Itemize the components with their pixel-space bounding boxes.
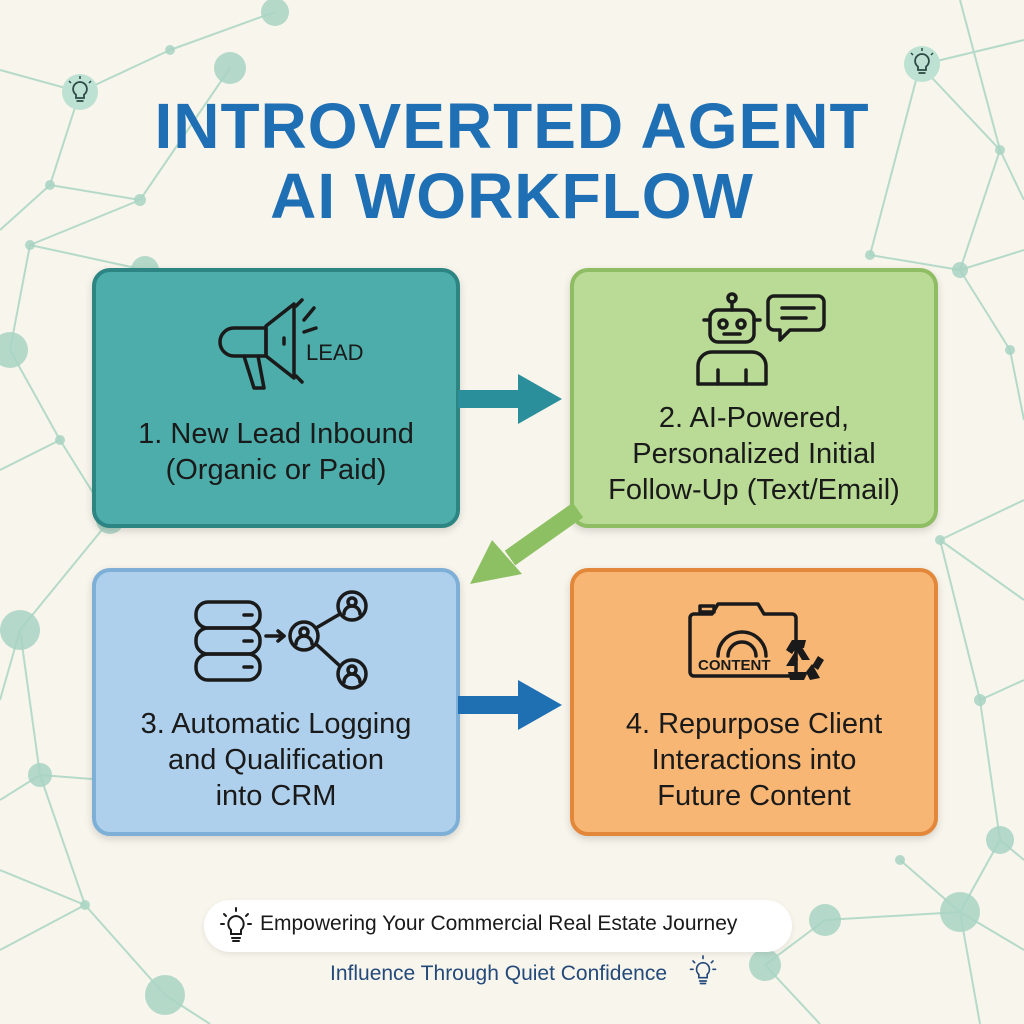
camera-recycle-icon: CONTENT bbox=[688, 602, 824, 680]
page-title-line-2: AI WORKFLOW bbox=[270, 160, 754, 232]
step-card-4: CONTENT 4. Repurpose Client Interactions… bbox=[570, 568, 938, 836]
page-title-line-1: INTROVERTED AGENT bbox=[154, 90, 870, 162]
megaphone-icon: LEAD bbox=[218, 298, 363, 390]
step-3-text: 3. Automatic Logging and Qualification i… bbox=[140, 708, 412, 812]
lead-label: LEAD bbox=[306, 340, 363, 365]
step-2-text: 2. AI-Powered, Personalized Initial Foll… bbox=[608, 402, 900, 506]
robot-chat-icon bbox=[696, 292, 826, 386]
arrow-step-1-to-2 bbox=[458, 374, 562, 424]
tagline: Influence Through Quiet Confidence bbox=[330, 962, 668, 985]
lightbulb-icon bbox=[689, 955, 717, 985]
lightbulb-icon bbox=[220, 907, 252, 942]
content-label: CONTENT bbox=[698, 657, 771, 674]
arrow-step-2-to-3 bbox=[470, 502, 584, 584]
footer-banner: Empowering Your Commercial Real Estate J… bbox=[204, 900, 792, 952]
step-card-3: 3. Automatic Logging and Qualification i… bbox=[92, 568, 460, 836]
recycle-icon bbox=[786, 640, 824, 680]
lightbulb-icon bbox=[62, 74, 98, 110]
database-network-icon bbox=[194, 590, 368, 690]
step-card-1: LEAD 1. New Lead Inbound (Organic or Pai… bbox=[92, 268, 460, 528]
step-card-2: 2. AI-Powered, Personalized Initial Foll… bbox=[570, 268, 938, 528]
step-4-text: 4. Repurpose Client Interactions into Fu… bbox=[625, 708, 883, 812]
arrow-step-3-to-4 bbox=[458, 680, 562, 730]
step-1-text: 1. New Lead Inbound (Organic or Paid) bbox=[138, 418, 414, 486]
lightbulb-icon bbox=[904, 46, 940, 82]
footer-banner-text: Empowering Your Commercial Real Estate J… bbox=[260, 912, 738, 935]
